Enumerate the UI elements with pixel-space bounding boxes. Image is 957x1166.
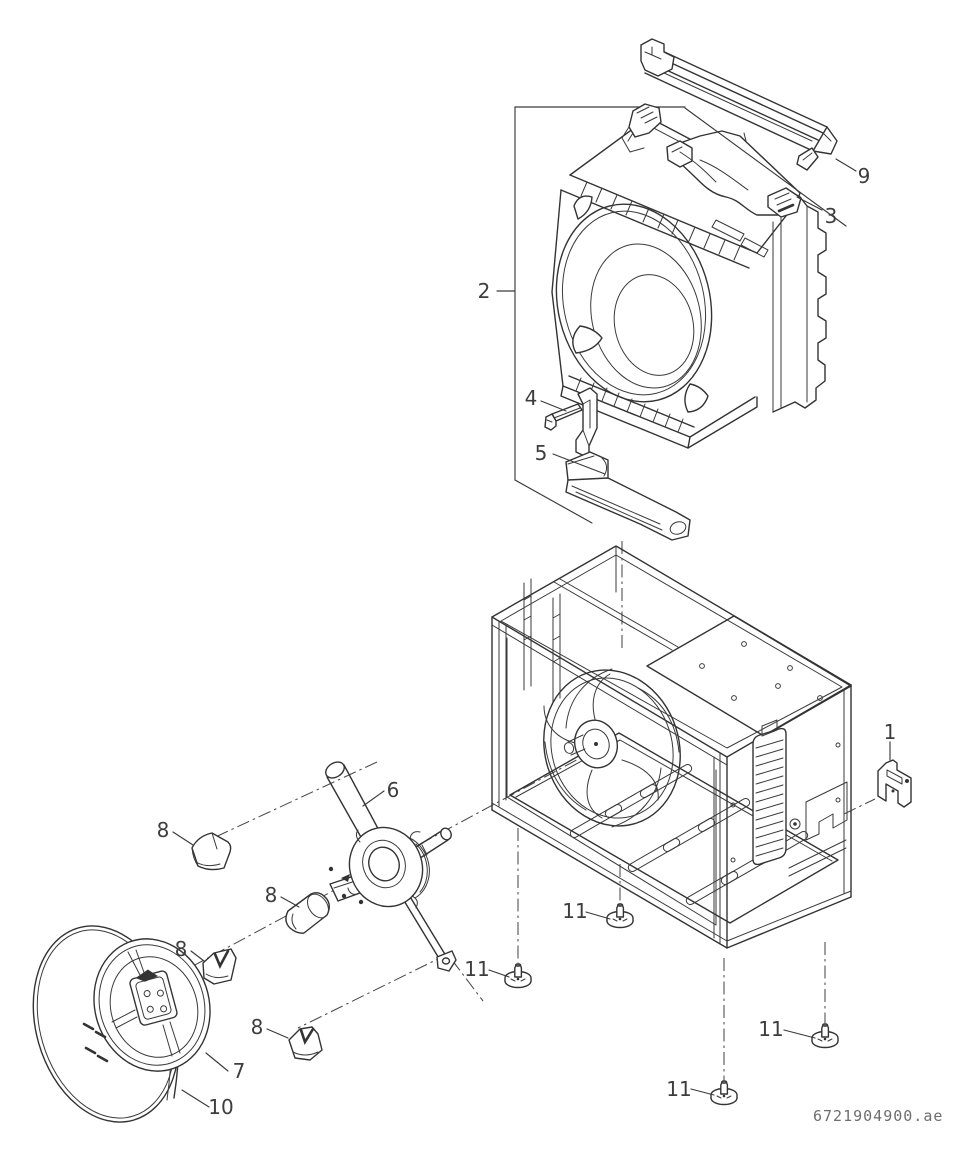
screws	[82, 1022, 109, 1063]
drawing-code: 6721904900.ae	[813, 1107, 943, 1125]
clamp-block-left	[621, 103, 662, 153]
part-8-grommet-a	[191, 832, 232, 871]
clamp-block-right	[767, 187, 802, 218]
part-11-foot-a	[606, 902, 634, 929]
callout-label-3: 3	[825, 204, 838, 228]
part-7-fan-wheel	[82, 938, 211, 1072]
callout-label-10: 10	[208, 1095, 233, 1119]
part-2-housing	[551, 103, 827, 449]
callout-label-2: 2	[478, 279, 491, 303]
part-11-foot-d	[710, 1079, 738, 1106]
part-8-grommet-d	[288, 1026, 323, 1061]
part-3-panel	[666, 130, 802, 218]
heater-element	[730, 719, 848, 877]
hub-plate	[129, 969, 178, 1026]
part-11-foot-c	[811, 1022, 839, 1049]
part-11-foot-b	[504, 962, 532, 989]
callout-label-5: 5	[535, 441, 548, 465]
callout-labels: 1 2 3 4 5 6 7 8 8 8 8 9 10 11 11 11 11	[157, 164, 897, 1119]
callout-label-4: 4	[525, 386, 538, 410]
callout-bracket-2	[496, 106, 686, 524]
back-wall-channels	[523, 578, 561, 703]
part-8-grommet-c	[202, 948, 237, 985]
callout-label-8b: 8	[265, 883, 278, 907]
callout-label-11b: 11	[464, 957, 489, 981]
callout-label-8c: 8	[175, 937, 188, 961]
callout-label-11a: 11	[562, 899, 587, 923]
part-1-bracket	[877, 759, 912, 808]
part-8-grommet-b	[285, 891, 330, 934]
leader-lines	[172, 107, 891, 1108]
impeller	[543, 668, 681, 828]
callout-label-11d: 11	[666, 1077, 691, 1101]
callout-label-7: 7	[233, 1059, 246, 1083]
callout-label-11c: 11	[758, 1017, 783, 1041]
callout-label-8a: 8	[157, 818, 170, 842]
top-panel	[646, 615, 852, 737]
part-4-bracket	[544, 387, 598, 459]
callout-label-1: 1	[884, 720, 897, 744]
callout-label-6: 6	[387, 778, 400, 802]
callout-label-8d: 8	[251, 1015, 264, 1039]
part-6-motor-bracket	[325, 761, 457, 972]
callout-label-9: 9	[858, 164, 871, 188]
part-5-duct	[565, 451, 691, 541]
chassis-frame	[491, 545, 852, 949]
